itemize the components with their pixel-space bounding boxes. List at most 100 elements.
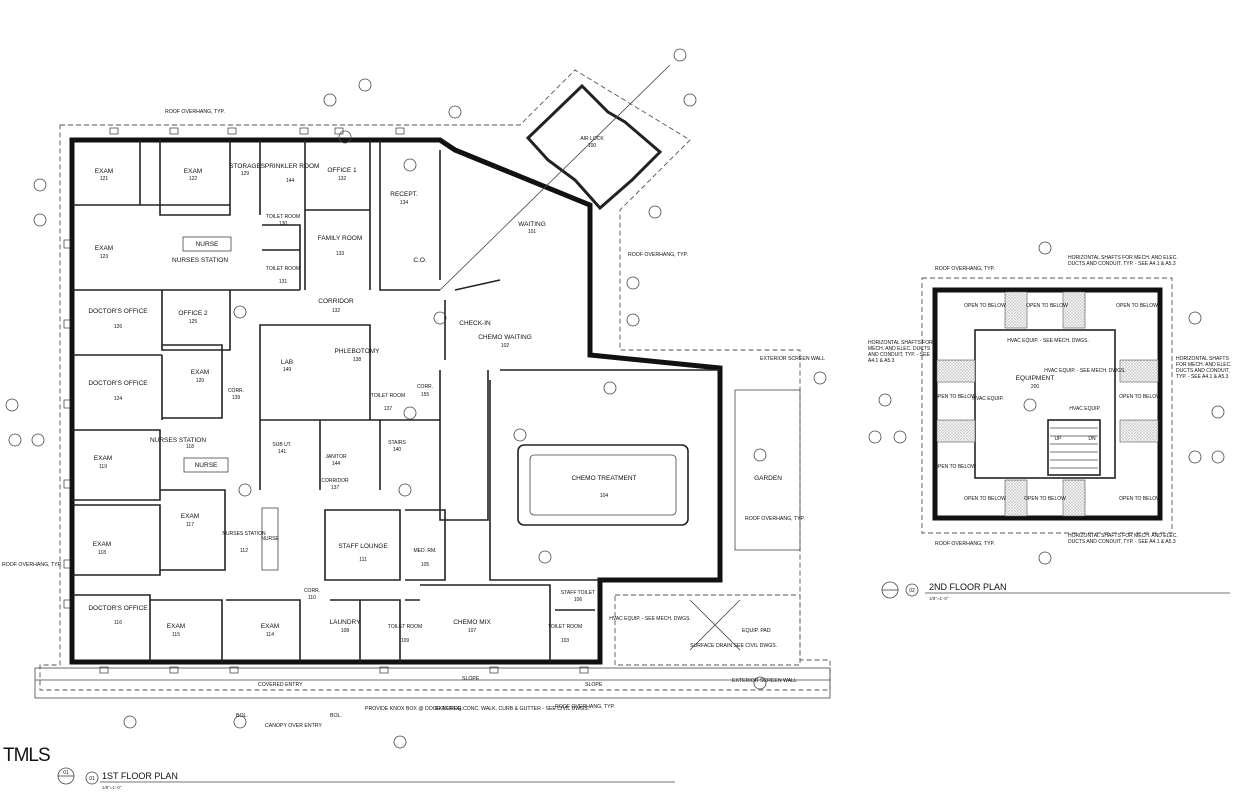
title-second-floor: 2ND FLOOR PLAN	[929, 582, 1007, 592]
room-doctors-office-124: DOCTOR'S OFFICE	[88, 380, 148, 387]
note-exterior-screen-wall-top: EXTERIOR SCREEN WALL	[760, 356, 825, 362]
toilet-room-130: TOILET ROOM	[266, 214, 300, 220]
chemo-treatment-island	[517, 444, 689, 526]
note-roof-overhang-top: ROOF OVERHANG, TYP.	[165, 109, 225, 115]
room-exam-123: EXAM	[95, 245, 113, 252]
hvac-upper-c: HVAC EQUIP.	[1069, 406, 1100, 412]
toilet-room-137: TOILET ROOM	[371, 393, 405, 399]
hvac-upper-b: HVAC EQUIP. - SEE MECH. DWGS.	[1044, 368, 1126, 374]
shafts	[936, 291, 1159, 517]
room-med-rm: MED. RM.	[413, 548, 436, 554]
room-chemo-mix: CHEMO MIX	[453, 619, 491, 626]
toilet-room-109: TOILET ROOM	[388, 624, 422, 630]
svg-text:155: 155	[421, 392, 430, 398]
room-doctors-office-126: DOCTOR'S OFFICE	[88, 308, 148, 315]
svg-text:140: 140	[393, 447, 402, 453]
svg-text:133: 133	[336, 251, 345, 257]
note-bol-a: BOL.	[236, 713, 248, 719]
note-shafts-left: HORIZONTAL SHAFTS FOR MECH. AND ELEC. DU…	[868, 340, 933, 364]
svg-text:144: 144	[332, 461, 341, 467]
room-sub-ut: SUB UT.	[272, 442, 291, 448]
corr-110: CORR.	[304, 588, 320, 594]
svg-text:118: 118	[186, 444, 194, 450]
toilet-room-131: TOILET ROOM	[266, 266, 300, 272]
svg-text:116: 116	[114, 620, 122, 626]
hvac-yard	[614, 594, 801, 666]
svg-text:112: 112	[240, 548, 248, 554]
garden-label: GARDEN	[754, 475, 782, 482]
room-co: C.O.	[413, 257, 427, 264]
note-roof-overhang-mid: ROOF OVERHANG, TYP.	[745, 516, 805, 522]
toilet-room-103: TOILET ROOM	[548, 624, 582, 630]
svg-text:105: 105	[421, 562, 430, 568]
room-phlebotomy: PHLEBOTOMY	[334, 348, 380, 355]
svg-text:139: 139	[232, 395, 241, 401]
column-grid-marks	[63, 127, 589, 674]
room-exam-118: EXAM	[93, 541, 111, 548]
note-shafts-top: HORIZONTAL SHAFTS FOR MECH. AND ELEC. DU…	[1068, 255, 1178, 267]
svg-text:122: 122	[189, 176, 198, 182]
svg-text:149: 149	[283, 367, 292, 373]
note-roof-overhang-2f-top: ROOF OVERHANG, TYP.	[935, 266, 995, 272]
corridor-top: CORRIDOR	[318, 298, 354, 305]
svg-text:117: 117	[186, 522, 194, 528]
nurse-desk-top	[182, 236, 232, 252]
svg-text:109: 109	[401, 638, 410, 644]
air-lock-walls	[525, 83, 663, 211]
first-floor-plan: EXAM 121 EXAM 122 STORAGE 129 SPRINKLER …	[2, 48, 831, 790]
note-roof-overhang-left: ROOF OVERHANG, TYP.	[2, 562, 62, 568]
note-covered-entry: COVERED ENTRY	[258, 682, 303, 688]
nurses-station-top: NURSES STATION	[172, 257, 228, 264]
open-to-below-labels: OPEN TO BELOW OPEN TO BELOW OPEN TO BELO…	[934, 303, 1161, 502]
svg-text:138: 138	[353, 357, 362, 363]
check-in: CHECK-IN	[459, 320, 491, 327]
notes-first-floor: ROOF OVERHANG, TYP. ROOF OVERHANG, TYP. …	[2, 109, 825, 729]
note-roof-overhang-bottom: ROOF OVERHANG, TYP.	[555, 704, 615, 710]
room-family: FAMILY ROOM	[318, 235, 363, 242]
note-knox-box: PROVIDE KNOX BOX @ DOOR AS REQ.	[365, 706, 463, 712]
hvac-upper-a: HVAC EQUIP. - SEE MECH. DWGS.	[1007, 338, 1089, 344]
room-air-lock: AIR LOCK	[580, 136, 604, 142]
svg-text:OPEN TO BELOW: OPEN TO BELOW	[1119, 496, 1161, 502]
svg-text:126: 126	[114, 324, 123, 330]
nurse-low: NURSE	[261, 536, 279, 542]
room-laundry: LAUNDRY	[330, 619, 362, 626]
corridor-mid: CORRIDOR	[321, 478, 349, 484]
room-exam-122: EXAM	[184, 168, 202, 175]
hvac-upper-d: HVAC EQUIP.	[972, 396, 1003, 402]
exterior-wall	[69, 137, 723, 665]
section-line	[439, 64, 671, 291]
room-exam-120: EXAM	[191, 369, 209, 376]
nurse-mid: NURSE	[195, 462, 218, 469]
title-number-02: 02	[909, 588, 915, 594]
svg-text:OPEN TO BELOW: OPEN TO BELOW	[934, 394, 976, 400]
chemo-island-inner	[529, 454, 677, 516]
corr-155: CORR.	[417, 384, 433, 390]
room-exam-121: EXAM	[95, 168, 113, 175]
room-staff-toilet: STAFF TOILET	[561, 590, 595, 596]
scale-second-floor: 1/8"=1'-0"	[929, 596, 949, 601]
title-block-first-floor: 01 01 1ST FLOOR PLAN 1/8"=1'-0"	[57, 767, 675, 790]
roof-overhang-outline	[39, 69, 831, 691]
svg-text:OPEN TO BELOW: OPEN TO BELOW	[934, 464, 976, 470]
stair-dn: DN	[1088, 436, 1096, 442]
exterior-walk	[34, 667, 831, 699]
room-exam-119: EXAM	[94, 455, 112, 462]
note-bol-b: BOL.	[330, 713, 342, 719]
room-recept: RECEPT.	[390, 191, 418, 198]
room-equipment: EQUIPMENT	[1016, 375, 1055, 382]
stair-up: UP	[1055, 436, 1063, 442]
second-floor-stair	[1047, 419, 1101, 476]
room-exam-115: EXAM	[167, 623, 185, 630]
garden-outline	[734, 389, 801, 551]
svg-text:129: 129	[241, 171, 250, 177]
interior-walls	[72, 140, 720, 662]
svg-text:120: 120	[196, 378, 205, 384]
svg-text:118: 118	[98, 550, 106, 556]
room-sprinkler: SPRINKLER ROOM	[261, 163, 320, 170]
svg-text:OPEN TO BELOW: OPEN TO BELOW	[964, 303, 1006, 309]
room-stairs: STAIRS	[388, 440, 406, 446]
svg-text:01: 01	[89, 776, 95, 782]
room-exam-114: EXAM	[261, 623, 279, 630]
svg-text:OPEN TO BELOW: OPEN TO BELOW	[1024, 496, 1066, 502]
